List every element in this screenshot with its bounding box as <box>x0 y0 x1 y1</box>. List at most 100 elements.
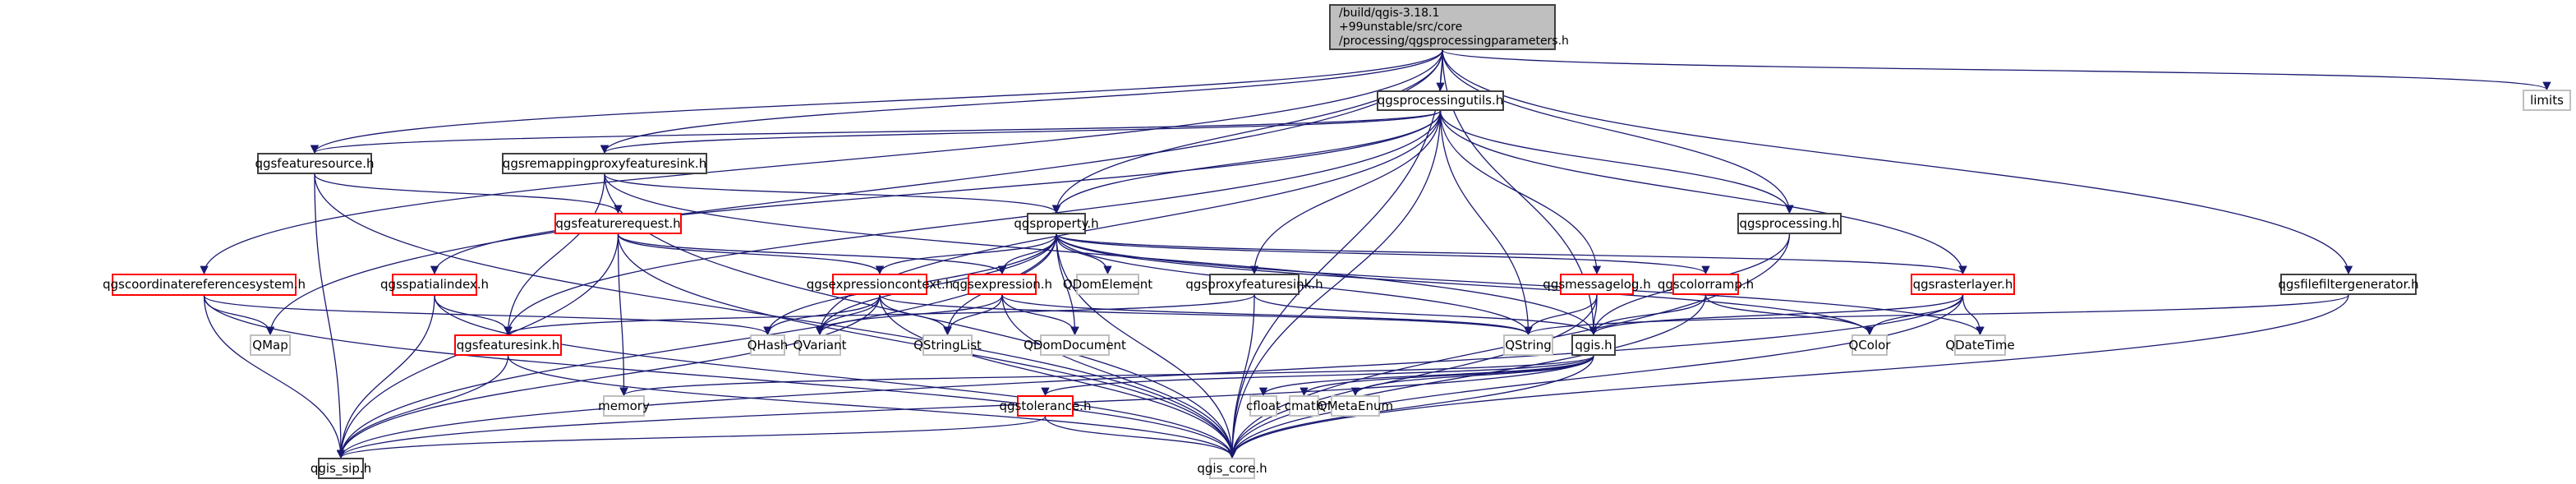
node-qgsremappingproxyfeaturesink[interactable]: qgsremappingproxyfeaturesink.h <box>502 153 707 174</box>
edge-qgsexpressioncontext-to-QString <box>879 294 1533 336</box>
node-qcolor[interactable]: QColor <box>1848 334 1891 356</box>
edge-qgscoordinatereferencesystem-to-QMap <box>203 295 275 336</box>
edge-qgis-to-qgis_sip <box>337 355 1594 459</box>
node-label: limits <box>2530 92 2564 108</box>
node-qgsexpression[interactable]: qgsexpression.h <box>952 274 1052 295</box>
edge-qgsprocessingutils-to-qgsspatialindex <box>430 110 1442 275</box>
edge-qgis-to-QMetaEnum <box>1350 355 1594 397</box>
node-qgis[interactable]: qgis.h <box>1571 334 1616 356</box>
edge-qgsrasterlayer-to-QDateTime <box>1962 294 1985 336</box>
node-qmap[interactable]: QMap <box>250 334 291 356</box>
node-label: /build/qgis-3.18.1 +99unstable/src/core … <box>1339 6 1569 48</box>
edge-qgsfeaturesource-to-qgsfeaturerequest <box>314 173 623 214</box>
node-label: QString <box>1505 337 1552 353</box>
edges-layer <box>200 49 2551 459</box>
node-qgsexpressioncontext[interactable]: qgsexpressioncontext.h <box>807 274 953 295</box>
node-label: cfloat <box>1246 398 1281 413</box>
edge-qgsproxyfeaturesink-to-qgis <box>1254 294 1598 336</box>
node-label: qgsremappingproxyfeaturesink.h <box>502 155 707 171</box>
node-label: qgsprocessingutils.h <box>1377 93 1504 108</box>
node-qgsfeaturerequest[interactable]: qgsfeaturerequest.h <box>554 213 682 234</box>
node-cfloat[interactable]: cfloat <box>1246 395 1281 417</box>
edge-qgsfilefiltergenerator-to-QString <box>1524 294 2349 336</box>
edge-qgsprocessingutils-to-qgsfeaturesink <box>504 110 1442 336</box>
edge-root-to-qgscoordinatereferencesystem <box>200 49 1443 275</box>
node-memory[interactable]: memory <box>598 395 650 417</box>
node-label: QHash <box>747 337 789 353</box>
node-qgscolorramp[interactable]: qgscolorramp.h <box>1658 274 1754 295</box>
edge-root-to-qgsprocessing <box>1442 49 1794 214</box>
edge-qgsexpression-to-QDomDocument <box>1001 294 1079 336</box>
node-label: QDateTime <box>1945 337 2015 353</box>
edge-qgsproperty-to-QColor <box>1056 233 1874 336</box>
node-qgsprocessingutils[interactable]: qgsprocessingutils.h <box>1377 90 1504 111</box>
edge-qgsfeaturerequest-to-qgsexpressioncontext <box>617 233 885 275</box>
node-qgsspatialindex[interactable]: qgsspatialindex.h <box>380 274 489 296</box>
edge-qgsproperty-to-QVariant <box>815 233 1057 336</box>
node-label: qgsfeaturesink.h <box>456 337 560 353</box>
edge-qgsfilefiltergenerator-to-qgis_core <box>1227 294 2349 459</box>
node-cmath[interactable]: cmath <box>1285 395 1323 417</box>
node-qdatetime[interactable]: QDateTime <box>1945 334 2015 356</box>
edge-root-to-qgsfeaturesource <box>310 49 1443 154</box>
node-label: QStringList <box>913 337 982 353</box>
node-qstringlist[interactable]: QStringList <box>913 334 982 356</box>
node-qgsproperty[interactable]: qgsproperty.h <box>1014 213 1099 234</box>
edge-qgsproperty-to-qgsexpressioncontext <box>875 233 1057 275</box>
node-qgsmessagelog[interactable]: qgsmessagelog.h <box>1543 274 1651 295</box>
edge-qgsremappingproxyfeaturesink-to-qgsfeaturesink <box>504 173 605 336</box>
edge-root-to-QMap <box>265 49 1443 336</box>
node-qdomdocument[interactable]: QDomDocument <box>1024 334 1126 356</box>
node-qgsfeaturesink[interactable]: qgsfeaturesink.h <box>454 334 562 356</box>
node-limits[interactable]: limits <box>2523 90 2571 111</box>
node-label: memory <box>598 398 650 413</box>
edge-qgsprocessingutils-to-qgsrasterlayer <box>1439 110 1967 275</box>
edge-qgsprocessingutils-to-QString <box>1439 110 1533 336</box>
node-qgsproxyfeaturesink[interactable]: qgsproxyfeaturesink.h <box>1185 274 1323 295</box>
edge-qgstolerance-to-qgis_core <box>1044 416 1237 459</box>
edge-qgis-to-qgis_core <box>1227 355 1594 459</box>
node-qdomelement[interactable]: QDomElement <box>1063 274 1152 295</box>
edge-qgis-to-memory <box>619 355 1594 397</box>
node-label: qgsspatialindex.h <box>380 277 490 292</box>
edge-qgis-to-cmath <box>1300 355 1594 397</box>
node-qmetaenum[interactable]: QMetaEnum <box>1318 395 1393 417</box>
node-qgsrasterlayer[interactable]: qgsrasterlayer.h <box>1911 274 2015 295</box>
edge-qgsprocessingutils-to-qgsremappingproxyfeaturesink <box>600 110 1442 154</box>
edge-qgscolorramp-to-qgis <box>1589 294 1707 336</box>
node-label: qgsfilefiltergenerator.h <box>2278 276 2419 292</box>
node-qhash[interactable]: QHash <box>748 334 788 356</box>
node-qstring[interactable]: QString <box>1503 334 1553 356</box>
edge-root-to-qgsremappingproxyfeaturesink <box>600 49 1443 154</box>
edge-qgsfeaturerequest-to-qgsexpression <box>617 233 1007 275</box>
edge-qgsprocessingutils-to-qgis_core <box>1227 110 1442 459</box>
edge-root-to-limits <box>1442 49 2551 91</box>
node-qgsfeaturesource[interactable]: qgsfeaturesource.h <box>255 153 375 174</box>
edge-qgscoordinatereferencesystem-to-qgis_sip <box>203 295 346 459</box>
edge-qgsprocessingutils-to-qgsproxyfeaturesink <box>1249 110 1442 275</box>
node-qgstolerance[interactable]: qgstolerance.h <box>1000 395 1091 417</box>
edge-qgsproperty-to-qgsrasterlayer <box>1056 233 1967 275</box>
node-qgis-core[interactable]: qgis_core.h <box>1197 458 1267 479</box>
edge-qgsrasterlayer-to-qgis_core <box>1227 294 1964 459</box>
node-label: qgis_sip.h <box>310 460 372 476</box>
node-root[interactable]: /build/qgis-3.18.1 +99unstable/src/core … <box>1329 4 1569 50</box>
node-qvariant[interactable]: QVariant <box>794 334 847 356</box>
edge-qgsremappingproxyfeaturesink-to-qgis <box>604 173 1598 336</box>
edge-qgsproperty-to-QDomElement <box>1056 233 1112 275</box>
edge-qgsrasterlayer-to-qgis_sip <box>336 294 1964 459</box>
node-qgscoordinatereferencesystem[interactable]: qgscoordinatereferencesystem.h <box>103 274 306 296</box>
edge-qgsfeaturesink-to-qgis_core <box>507 355 1237 459</box>
node-qgis-sip[interactable]: qgis_sip.h <box>310 458 371 479</box>
edge-qgis-to-qgstolerance <box>1041 355 1594 397</box>
node-qgsfilefiltergenerator[interactable]: qgsfilefiltergenerator.h <box>2278 274 2419 295</box>
node-label: qgsfeaturesource.h <box>255 155 375 171</box>
node-label: qgsrasterlayer.h <box>1912 276 2013 292</box>
edge-qgsproperty-to-qgis_core <box>1056 233 1237 459</box>
edge-qgsspatialindex-to-qgis_sip <box>336 295 435 459</box>
node-label: QColor <box>1848 337 1891 353</box>
edge-qgsexpressioncontext-to-QHash <box>763 294 881 336</box>
node-qgsprocessing[interactable]: qgsprocessing.h <box>1737 213 1842 234</box>
node-label: qgis.h <box>1575 337 1612 353</box>
edge-qgsproxyfeaturesink-to-qgis_core <box>1227 294 1255 459</box>
